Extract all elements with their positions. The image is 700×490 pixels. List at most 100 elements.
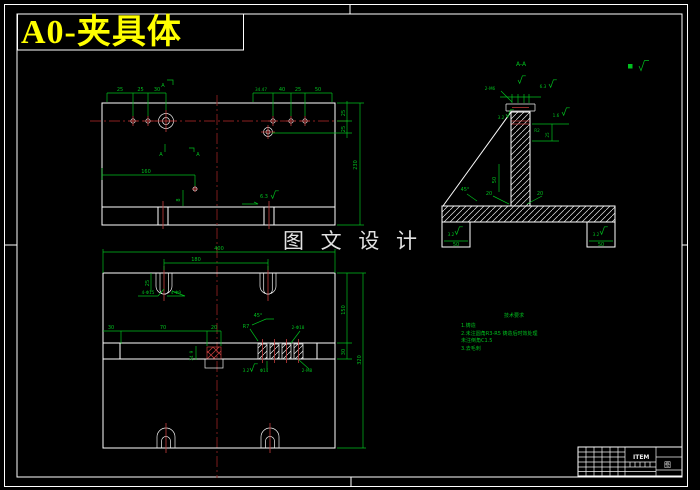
roughness-value: 1.6 bbox=[553, 113, 560, 118]
general-roughness bbox=[628, 60, 649, 72]
dim-label: 25 bbox=[145, 280, 151, 286]
section-arrow-label: A bbox=[161, 83, 165, 89]
dim-label: 34.47 bbox=[255, 87, 267, 92]
top-view-outline bbox=[101, 102, 336, 226]
top-view-dimension-lines bbox=[101, 79, 364, 226]
title-block-grid bbox=[578, 447, 682, 476]
roughness-value: 3.2 bbox=[593, 232, 600, 237]
pad-outline bbox=[204, 358, 224, 369]
title-block: ITEM 图 bbox=[577, 446, 683, 477]
thread-marks bbox=[511, 107, 530, 125]
bottom-arch-slots bbox=[156, 427, 280, 448]
dim-label: 25 bbox=[341, 126, 347, 132]
dim-label: 25 bbox=[341, 110, 347, 116]
section-dimension-lines bbox=[444, 90, 613, 242]
title-box: A0-夹具体 bbox=[17, 13, 244, 51]
dim-label: 25 bbox=[295, 87, 301, 93]
top-view: 25 25 30 34.47 40 25 50 25 25 230 160 8 … bbox=[90, 79, 364, 478]
slot-centerlines bbox=[162, 201, 270, 229]
title-frame bbox=[17, 13, 244, 51]
dim-label: 40 bbox=[279, 87, 285, 93]
roughness-value: 3.2 bbox=[448, 232, 455, 237]
title-block-item-label: ITEM bbox=[633, 454, 649, 461]
roughness-check-icon bbox=[249, 363, 259, 372]
hole-circles bbox=[130, 113, 308, 192]
dim-label: 25 bbox=[117, 87, 123, 93]
watermark: 图 文 设 计 bbox=[283, 229, 422, 253]
roughness-check-icon bbox=[638, 60, 649, 72]
notes-line: 1.铸造 bbox=[461, 322, 476, 329]
dim-label: 50 bbox=[453, 242, 459, 248]
radius-label: R7 bbox=[243, 324, 250, 330]
notes-heading: 技术要求 bbox=[504, 312, 524, 319]
roughness-check-icon bbox=[517, 75, 527, 84]
roughness-check-icon bbox=[561, 107, 571, 116]
dim-label: 25 bbox=[137, 87, 143, 93]
thread-callout: 2-M8 bbox=[302, 368, 313, 373]
base-section bbox=[441, 205, 616, 223]
roughness-value: 3.2 bbox=[243, 368, 250, 373]
roughness-check-icon bbox=[454, 226, 464, 235]
dim-label: 230 bbox=[353, 160, 359, 170]
rib-line bbox=[442, 111, 512, 207]
dim-label: 50 bbox=[598, 242, 604, 248]
roughness-value: 3.2 bbox=[498, 115, 505, 120]
dim-label: 320 bbox=[357, 355, 363, 365]
dim-label: 70 bbox=[160, 325, 166, 331]
dim-label: 30 bbox=[154, 87, 160, 93]
angle-label: 45° bbox=[461, 187, 470, 193]
dim-label: 25 bbox=[545, 132, 550, 138]
hole-callout: 4-Φ15 bbox=[142, 290, 155, 295]
tech-notes: 技术要求 1.铸造 2.未注圆角R3-R5 铸造后时效处理 未注倒角C1.5 3… bbox=[461, 312, 537, 352]
section-arrow-label: A bbox=[159, 152, 163, 158]
hatched-strips bbox=[257, 343, 304, 360]
dim-label: 9 bbox=[189, 350, 194, 353]
dim-label: 20 bbox=[537, 191, 543, 197]
roughness-check-icon bbox=[270, 190, 280, 199]
dim-label: 160 bbox=[141, 169, 151, 175]
roughness-value: 6.3 bbox=[540, 84, 547, 89]
roughness-check-icon bbox=[599, 226, 609, 235]
section-title: A-A bbox=[516, 61, 527, 68]
dim-label: 30 bbox=[341, 349, 347, 355]
left-foot bbox=[441, 221, 471, 248]
dim-label: 24 bbox=[189, 355, 194, 361]
dim-label: 8 bbox=[176, 198, 182, 201]
drawing-title: A0-夹具体 bbox=[21, 13, 182, 51]
dim-label: 400 bbox=[214, 246, 224, 252]
hole-callout: 4-Φ9 bbox=[171, 290, 181, 295]
roughness-check-icon bbox=[548, 79, 558, 88]
section-arrow-label: A bbox=[196, 152, 200, 158]
title-block-outline bbox=[577, 446, 683, 477]
notes-line: 3.去毛刺 bbox=[461, 345, 481, 352]
hole-callout: 2-Φ18 bbox=[292, 325, 305, 330]
hole-center-marks bbox=[128, 110, 310, 192]
red-hatched-pocket bbox=[206, 346, 222, 360]
dim-label: 30 bbox=[108, 325, 114, 331]
dim-label: 150 bbox=[341, 305, 347, 315]
title-block-glyph: 图 bbox=[664, 461, 671, 469]
column-cap bbox=[505, 103, 536, 112]
front-view-dimension-lines bbox=[102, 249, 366, 449]
right-foot bbox=[586, 221, 616, 248]
thread-callout: 2-M6 bbox=[485, 86, 496, 91]
dim-label: 50 bbox=[492, 177, 498, 183]
top-view-slots bbox=[102, 206, 335, 225]
column-section bbox=[510, 111, 531, 207]
dim-label: 50 bbox=[315, 87, 321, 93]
notes-line: 2.未注圆角R3-R5 铸造后时效处理 bbox=[461, 330, 537, 337]
angle-label: 45° bbox=[254, 313, 263, 319]
dim-label: 20 bbox=[211, 325, 217, 331]
sheet-border bbox=[4, 4, 688, 487]
roughness-value: 6.3 bbox=[260, 194, 268, 200]
roughness-block-icon bbox=[628, 64, 633, 69]
front-view-outline bbox=[102, 272, 336, 449]
radius-label: R2 bbox=[534, 128, 540, 133]
dim-label: 20 bbox=[486, 191, 492, 197]
section-view: A-A 2-M6 6.3 3.2 1.6 R2 25 50 20 20 45° … bbox=[441, 61, 616, 248]
front-view: 400 180 25 4-Φ15 4-Φ9 30 70 20 9 24 45° … bbox=[102, 246, 366, 453]
front-slot-centerlines bbox=[163, 266, 299, 453]
notes-line: 未注倒角C1.5 bbox=[461, 337, 492, 344]
